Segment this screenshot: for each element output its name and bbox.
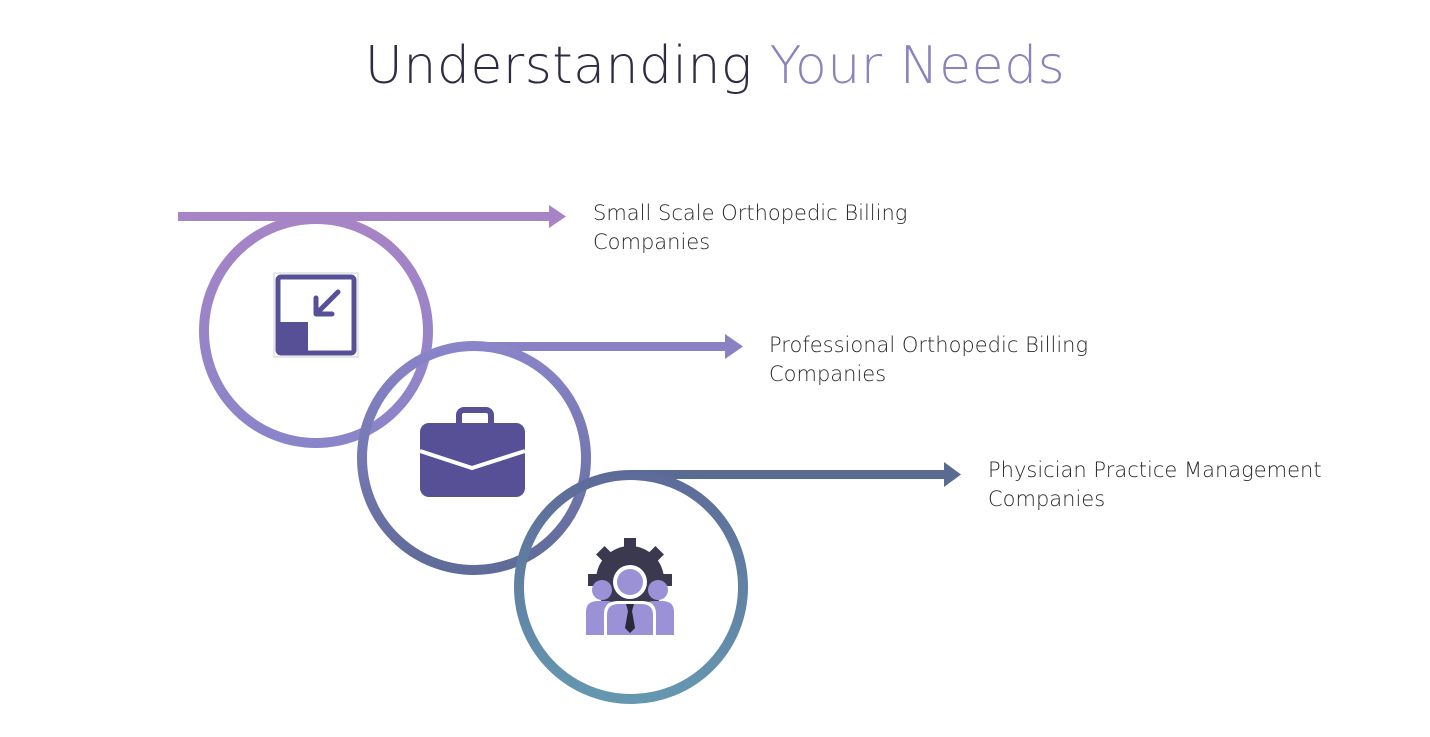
shrink-window-icon	[273, 272, 359, 358]
item-3-line1: Physician Practice Management	[988, 458, 1322, 482]
ring-1	[199, 214, 433, 448]
arrow-2	[470, 334, 743, 359]
item-3-line2: Companies	[988, 487, 1106, 511]
item-2-line1: Professional Orthopedic Billing	[769, 333, 1089, 357]
arrow-1	[176, 205, 566, 228]
ring-3	[514, 470, 748, 704]
arrow-1-head	[549, 205, 566, 228]
arrow-3-head	[944, 462, 961, 487]
item-1-line1: Small Scale Orthopedic Billing	[593, 201, 908, 225]
item-1-line2: Companies	[593, 230, 711, 254]
arrow-3	[630, 462, 961, 487]
briefcase-icon	[419, 407, 526, 497]
ring-2	[357, 341, 591, 575]
page-title: Understanding Your Needs	[0, 36, 1430, 96]
title-part-dark: Understanding	[364, 36, 770, 96]
arrow-1-shaft	[178, 212, 550, 221]
item-2-line2: Companies	[769, 362, 887, 386]
title-part-accent: Your Needs	[769, 36, 1066, 96]
arrow-2-head	[725, 334, 743, 359]
team-gear-icon	[586, 538, 674, 635]
arrow-3-shaft	[630, 470, 946, 479]
arrow-2-shaft	[470, 342, 726, 351]
